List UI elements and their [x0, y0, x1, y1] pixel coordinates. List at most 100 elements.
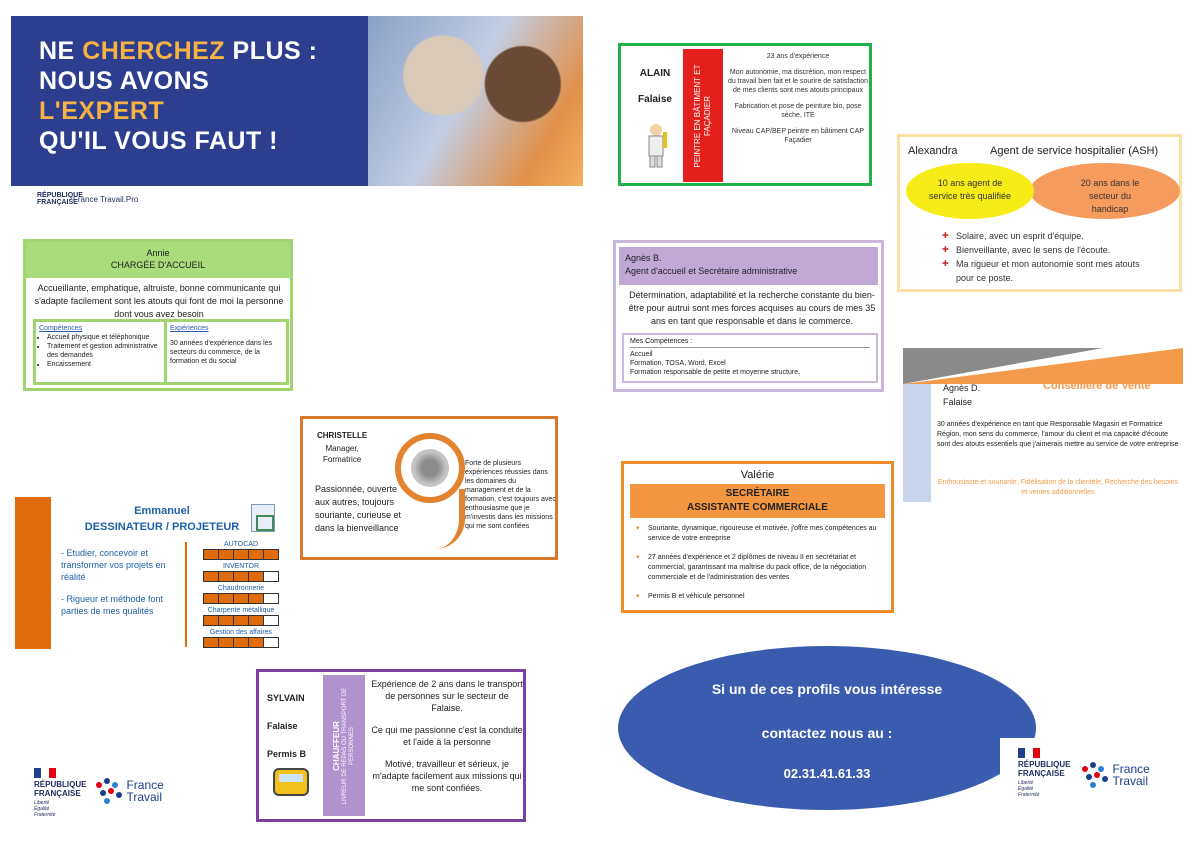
decorative-sidebar — [903, 384, 931, 502]
role-line: Manager, — [325, 444, 359, 453]
role-line: SECRÉTAIRE — [725, 488, 790, 499]
contact-phone[interactable]: 02.31.41.61.33 — [783, 766, 871, 781]
france-travail-pro-logo: France Travail.Pro — [73, 194, 139, 204]
skill-level-bar — [203, 615, 279, 626]
banner-footer — [11, 186, 583, 214]
role-line: Formatrice — [323, 455, 362, 464]
skill-level-bar — [203, 637, 279, 648]
headline-text: NE — [39, 37, 83, 65]
growth-chart-icon — [411, 449, 449, 487]
contact-text: contactez nous au : — [761, 725, 893, 741]
skill-segment — [249, 638, 264, 647]
profile-text: Ce qui me passionne c'est la conduite et… — [371, 725, 523, 747]
banner-headline: NE CHERCHEZ PLUS : NOUS AVONS L'EXPERT Q… — [39, 36, 318, 156]
skill-segment — [234, 550, 249, 559]
logo-text: FRANÇAISE — [34, 789, 81, 798]
republique-logo: RÉPUBLIQUE FRANÇAISE — [37, 192, 83, 206]
profile-description: - Etudier, concevoir et transformer vos … — [61, 547, 179, 617]
skill-segment — [264, 550, 278, 559]
profile-name: Agnès B. — [625, 253, 662, 263]
profile-role: DESSINATEUR / PROJETEUR — [84, 521, 240, 533]
skill-label: INVENTOR — [222, 563, 260, 570]
profile-text: Expérience de 2 ans dans le transport de… — [371, 679, 523, 713]
skill-label: Charpente métallique — [207, 607, 275, 614]
profile-card-christelle: CHRISTELLE Manager, Formatrice Passionné… — [300, 416, 558, 560]
profile-name: Agnès D. — [943, 383, 981, 393]
profile-text: Motivé, travailleur et sérieux, je m'ada… — [372, 759, 522, 793]
skill-segment — [249, 594, 264, 603]
contact-oval: Si un de ces profils vous intéresse cont… — [618, 646, 1036, 810]
profile-text: Niveau CAP/BEP peintre en bâtiment CAP F… — [731, 128, 865, 144]
decorative-sidebar — [15, 497, 51, 649]
profile-role: SECRÉTAIRE ASSISTANTE COMMERCIALE — [630, 484, 885, 518]
skill-level-bar — [203, 593, 279, 604]
list-item: Traitement et gestion administrative des… — [47, 342, 163, 360]
headline-text: CHERCHEZ — [82, 37, 226, 65]
job-title-main: CHAUFFEUR — [332, 720, 341, 771]
logo-text: Travail — [1112, 774, 1149, 788]
profile-city: Falaise — [638, 94, 672, 105]
skill-segment — [204, 572, 219, 581]
skill-segment — [204, 594, 219, 603]
profile-card-agnes-d: Agnès D. Falaise Conseillère de Vente 30… — [903, 348, 1183, 503]
skill-segment — [264, 594, 278, 603]
headline-text: NOUS AVONS — [39, 67, 210, 95]
list-item: Formation, TOSA, Word, Excel — [630, 360, 726, 367]
profile-strengths: Enthousiaste et souriante, Fidélisation … — [937, 479, 1179, 496]
list-item: Solaire, avec un esprit d'équipe. — [942, 229, 1142, 243]
skill-level-bar — [203, 571, 279, 582]
profile-name: Valérie — [740, 469, 775, 481]
profile-name: Alexandra — [908, 145, 958, 157]
profile-card-annie: Annie CHARGÉE D'ACCUEIL Accueillante, em… — [23, 239, 293, 391]
role-line: ASSISTANTE COMMERCIALE — [687, 502, 828, 513]
profile-body: 23 ans d'expérience Mon autonomie, ma di… — [727, 52, 869, 152]
list-item: Encaissement — [47, 360, 163, 369]
profile-card-emmanuel: Emmanuel DESSINATEUR / PROJETEUR - Etudi… — [15, 497, 285, 649]
skill-segment — [264, 638, 278, 647]
bubble-text: 10 ans agent de service très qualifiée — [928, 178, 1012, 201]
skill-segment — [249, 572, 264, 581]
column-title: Compétences — [39, 325, 83, 332]
skill-segment — [219, 594, 234, 603]
skill-row: Gestion des affaires — [203, 629, 279, 648]
skill-segment — [264, 616, 278, 625]
skill-segment — [249, 616, 264, 625]
profile-card-alexandra: Alexandra Agent de service hospitalier (… — [897, 134, 1182, 292]
skill-row: Chaudronnerie — [203, 585, 279, 604]
profile-description: 30 années d'expérience en tant que Respo… — [937, 421, 1179, 448]
logo-motto: Liberté Égalité Fraternité — [34, 800, 56, 818]
skill-segment — [249, 550, 264, 559]
profile-role: Conseillère de Vente — [1043, 380, 1151, 392]
skill-label: Gestion des affaires — [209, 629, 273, 636]
profile-card-sylvain: SYLVAIN Falaise Permis B CHAUFFEUR LIVRE… — [256, 669, 526, 822]
logo-text: France — [1112, 762, 1150, 776]
divider — [185, 542, 187, 647]
skills-title: Mes Compétences : — [630, 337, 870, 348]
logo-text: RÉPUBLIQUE — [1018, 760, 1071, 769]
profile-list: Souriante, dynamique, rigoureuse et moti… — [634, 524, 890, 611]
profile-role: Agent de service hospitalier (ASH) — [990, 145, 1159, 157]
list-item: Formation responsable de petite et moyen… — [630, 369, 801, 376]
france-travail-dots-icon — [96, 778, 123, 804]
profile-name: ALAIN — [639, 68, 671, 79]
skill-label: AUTOCAD — [223, 541, 259, 548]
skill-segment — [204, 550, 219, 559]
profile-text: 23 ans d'expérience — [766, 53, 830, 60]
profile-header: Annie CHARGÉE D'ACCUEIL — [26, 242, 290, 278]
skills-grid: Compétences Accueil physique et téléphon… — [33, 319, 289, 385]
headline-text: L'EXPERT — [39, 97, 165, 125]
list-item: Souriante, dynamique, rigoureuse et moti… — [634, 524, 890, 544]
profile-name: Emmanuel — [134, 505, 190, 517]
profile-name: Annie — [146, 248, 170, 258]
skill-row: INVENTOR — [203, 563, 279, 582]
profile-role: CHARGÉE D'ACCUEIL — [110, 260, 206, 270]
job-title-band: CHAUFFEUR LIVREUR DE REPAS OU TRANSPORT … — [323, 675, 365, 816]
profile-name: SYLVAIN — [267, 693, 305, 703]
bus-icon — [273, 768, 309, 796]
job-title: CHAUFFEUR LIVREUR DE REPAS OU TRANSPORT … — [332, 681, 356, 811]
headline-text: QU'IL VOUS FAUT ! — [39, 127, 278, 155]
profile-description: Détermination, adaptabilité et la recher… — [628, 290, 876, 326]
skill-segment — [234, 572, 249, 581]
